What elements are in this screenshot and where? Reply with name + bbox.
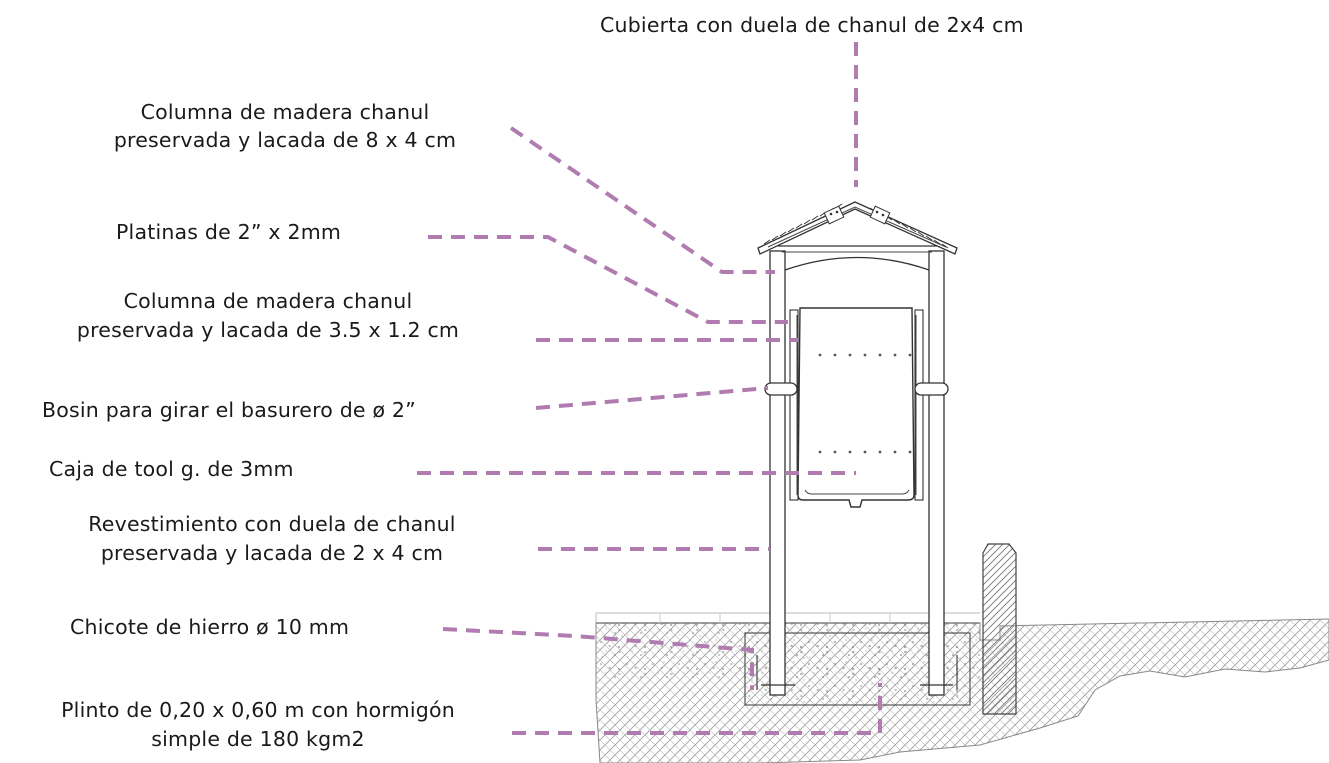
label-cubierta: Cubierta con duela de chanul de 2x4 cm bbox=[600, 13, 1024, 37]
trash-bin bbox=[797, 307, 915, 508]
leader-chicote bbox=[442, 627, 754, 690]
bollard-post bbox=[982, 543, 1017, 715]
leader-platinas bbox=[428, 235, 788, 324]
label-columna-35-line1: Columna de madera chanul bbox=[123, 289, 413, 313]
label-columna-8x4-line2: preservada y lacada de 8 x 4 cm bbox=[113, 128, 457, 152]
iron-anchors bbox=[756, 655, 958, 690]
label-chicote: Chicote de hierro ø 10 mm bbox=[70, 615, 350, 639]
label-columna-35-line2: preservada y lacada de 3.5 x 1.2 cm bbox=[76, 318, 460, 342]
label-plinto-line1: Plinto de 0,20 x 0,60 m con hormigón bbox=[61, 698, 455, 722]
label-platinas: Platinas de 2” x 2mm bbox=[116, 220, 342, 244]
side-rails bbox=[789, 309, 924, 501]
leader-lines bbox=[417, 42, 882, 735]
leader-plinto bbox=[512, 683, 882, 735]
roof bbox=[757, 201, 958, 271]
label-bosin: Bosin para girar el basurero de ø 2” bbox=[42, 398, 416, 422]
leader-columna-8x4 bbox=[509, 126, 775, 274]
label-revestimiento-line1: Revestimiento con duela de chanul bbox=[88, 512, 456, 536]
leader-bosin bbox=[535, 386, 769, 410]
label-columna-8x4-line1: Columna de madera chanul bbox=[140, 100, 430, 124]
label-caja: Caja de tool g. de 3mm bbox=[49, 457, 294, 481]
label-revestimiento-line2: preservada y lacada de 2 x 4 cm bbox=[100, 541, 444, 565]
columns bbox=[761, 250, 953, 696]
label-plinto-line2: simple de 180 kgm2 bbox=[151, 727, 365, 751]
pivot-bushings bbox=[764, 382, 949, 396]
